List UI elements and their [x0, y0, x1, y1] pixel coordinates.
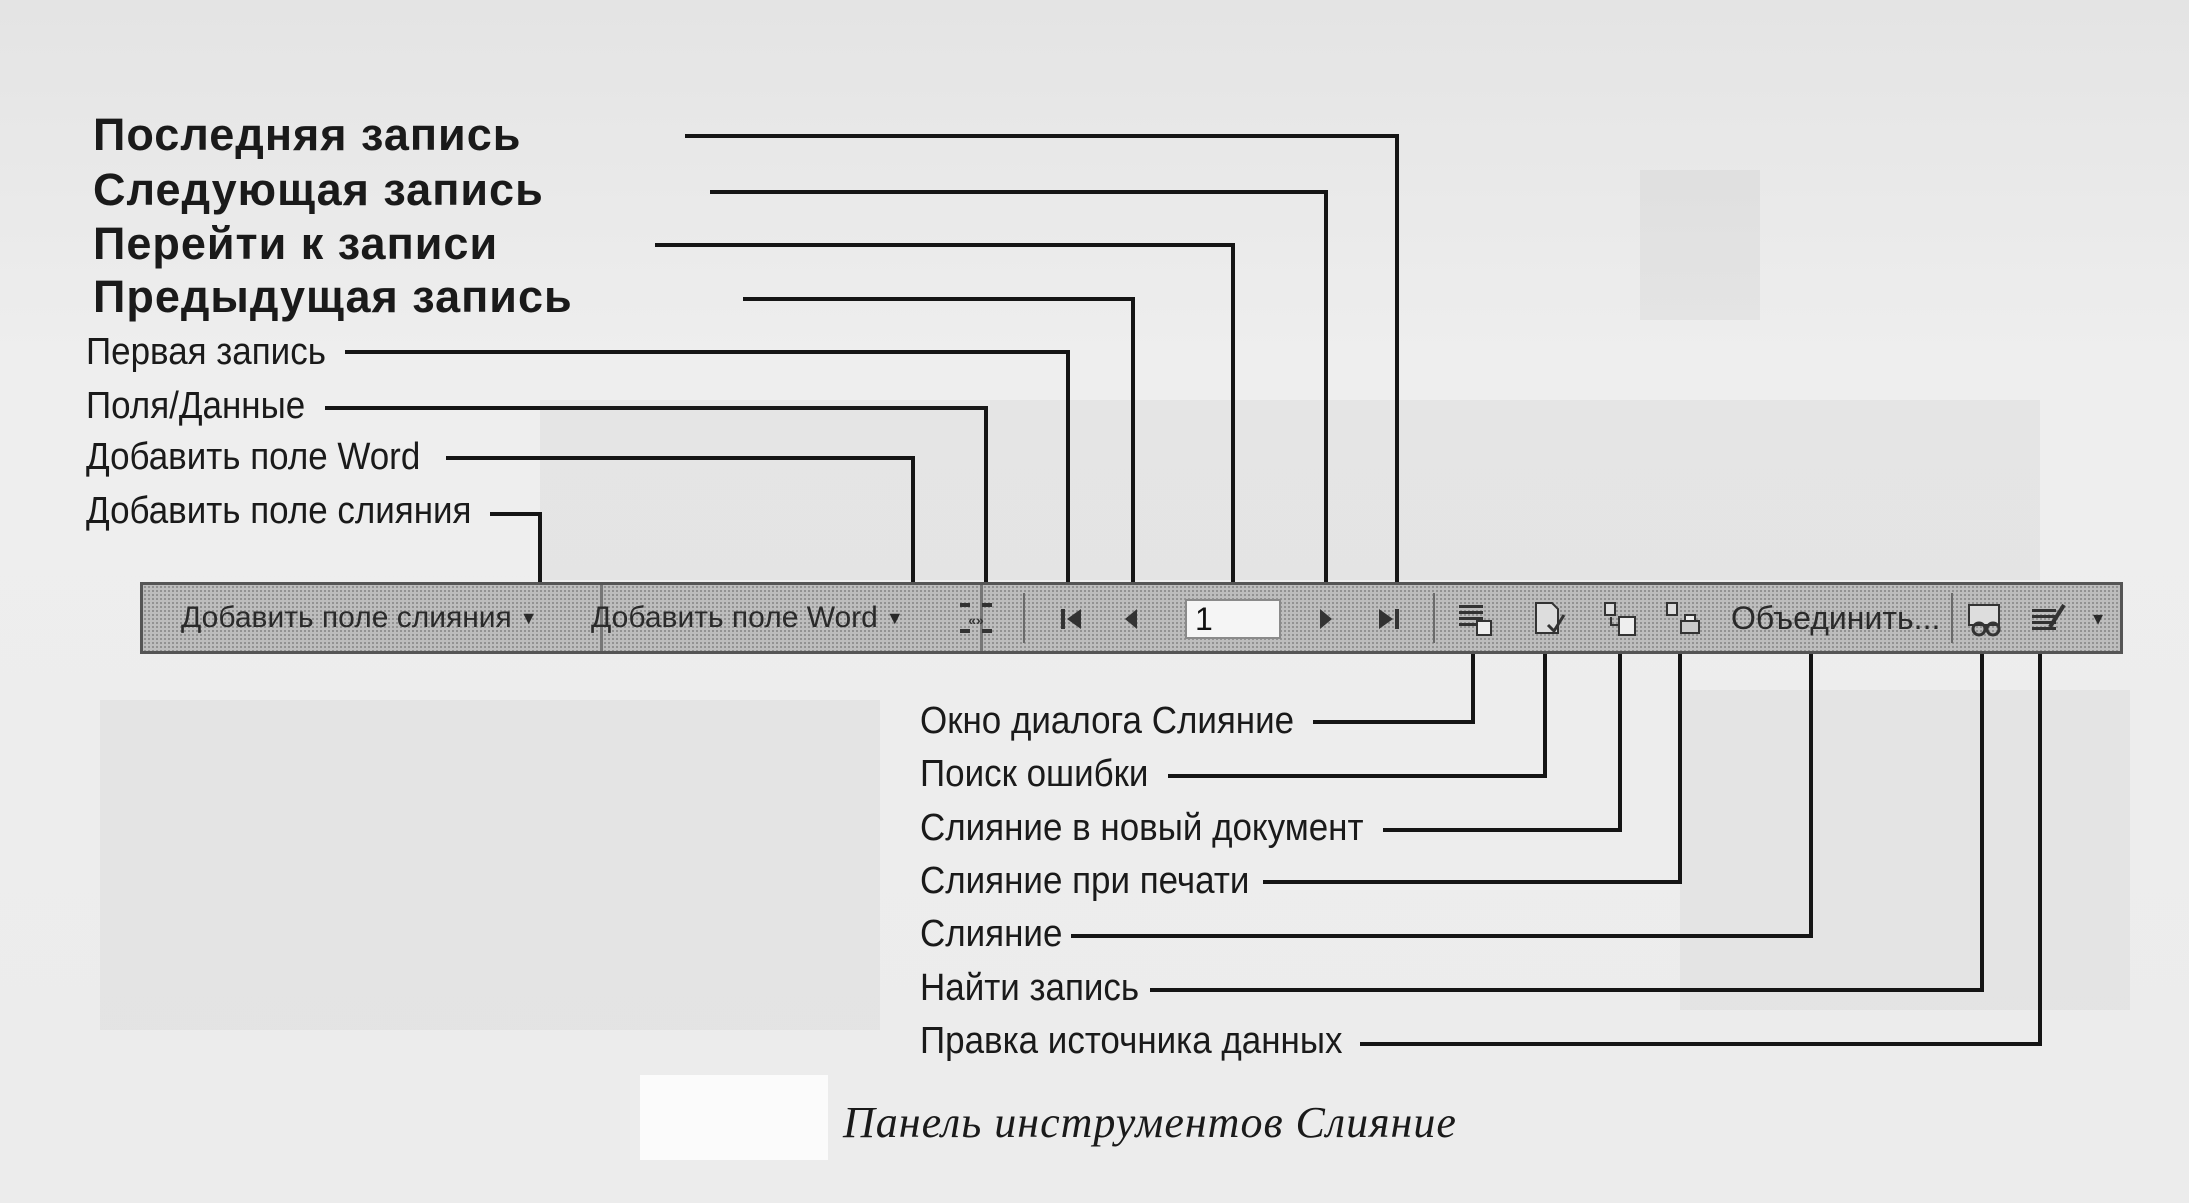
find-record-icon[interactable]	[1965, 599, 2005, 639]
check-errors-icon[interactable]	[1528, 599, 1568, 639]
leader-add-word-field	[446, 456, 915, 583]
label-add-word-field: Добавить поле Word	[86, 436, 421, 478]
leader-add-merge-field	[490, 512, 542, 583]
leader-last-record	[685, 134, 1399, 583]
leader-next-record	[710, 190, 1328, 583]
abc-fields-icon[interactable]: «»	[956, 599, 996, 639]
leader-merge-new-doc	[1383, 653, 1622, 832]
label-first-record: Первая запись	[86, 331, 326, 373]
chevron-down-icon: ▼	[519, 607, 538, 628]
first-record-icon[interactable]	[1051, 599, 1091, 639]
label-add-merge-field: Добавить поле слияния	[86, 490, 472, 532]
leader-check-errors	[1168, 653, 1547, 778]
label-merge-print: Слияние при печати	[920, 860, 1250, 902]
label-fields-data: Поля/Данные	[86, 385, 306, 427]
merge-dialog-icon[interactable]	[1455, 599, 1495, 639]
toolbar-separator	[1023, 593, 1025, 643]
more-buttons-icon[interactable]: ▾	[2093, 607, 2104, 630]
label-goto-record: Перейти к записи	[93, 218, 499, 269]
chevron-down-icon: ▼	[885, 607, 904, 628]
leader-merge-print	[1263, 653, 1682, 884]
label-merge-new-doc: Слияние в новый документ	[920, 807, 1364, 849]
next-record-icon[interactable]	[1306, 599, 1346, 639]
leader-dialog	[1313, 653, 1475, 724]
figure-caption: Панель инструментов Слияние	[843, 1098, 1457, 1147]
leader-fields-data	[325, 406, 988, 583]
toolbar-separator	[1951, 593, 1953, 643]
label-next-record: Следующая запись	[93, 164, 544, 215]
prev-record-icon[interactable]	[1111, 599, 1151, 639]
merge-button[interactable]: Объединить...	[1731, 599, 1941, 636]
record-number-input[interactable]: 1	[1185, 599, 1281, 639]
label-find-record: Найти запись	[920, 967, 1140, 1009]
leader-edit-source	[1360, 653, 2042, 1046]
dropdown-label: Добавить поле слияния	[181, 601, 512, 634]
leader-first-record	[345, 350, 1070, 583]
leader-merge	[1071, 653, 1813, 938]
leader-prev-record	[743, 297, 1135, 583]
merge-to-printer-icon[interactable]	[1663, 599, 1703, 639]
svg-text:«»: «»	[968, 612, 984, 628]
edit-source-icon[interactable]	[2028, 599, 2068, 639]
toolbar-separator	[1433, 593, 1435, 643]
label-edit-source: Правка источника данных	[920, 1020, 1343, 1062]
label-prev-record: Предыдущая запись	[93, 271, 573, 322]
label-merge: Слияние	[920, 913, 1063, 955]
label-last-record: Последняя запись	[93, 109, 522, 160]
label-merge-dialog: Окно диалога Слияние	[920, 700, 1295, 742]
white-patch	[640, 1075, 828, 1160]
dropdown-label: Добавить поле Word	[591, 601, 878, 634]
merge-to-doc-icon[interactable]	[1601, 599, 1641, 639]
last-record-icon[interactable]	[1369, 599, 1409, 639]
leader-goto-record	[655, 243, 1235, 583]
add-word-field-dropdown[interactable]: Добавить поле Word ▼	[583, 585, 983, 651]
leader-find-record	[1150, 653, 1984, 992]
label-check-errors: Поиск ошибки	[920, 753, 1149, 795]
add-merge-field-dropdown[interactable]: Добавить поле слияния ▼	[173, 585, 603, 651]
mail-merge-toolbar: Добавить поле слияния ▼ Добавить поле Wo…	[140, 582, 2123, 654]
